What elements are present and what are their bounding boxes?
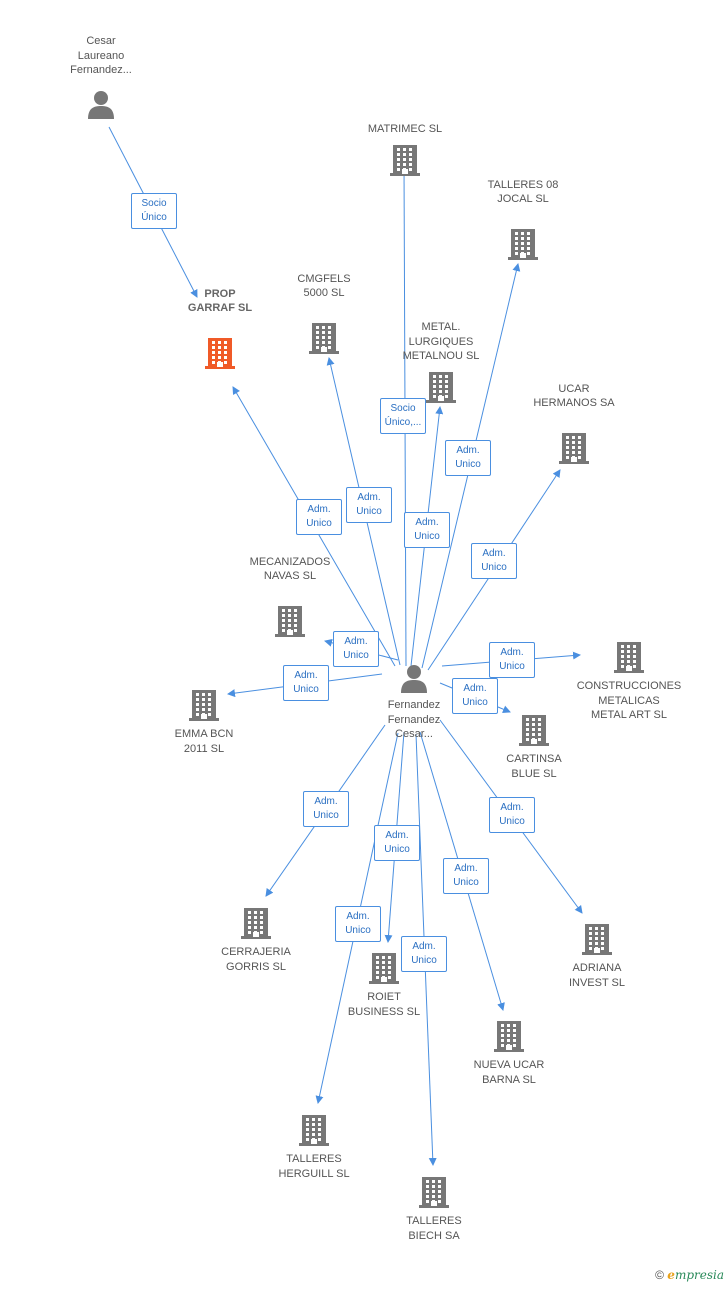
building-icon[interactable] xyxy=(426,371,456,408)
relation-label-cartinsa[interactable]: Adm. Unico xyxy=(452,678,498,714)
building-icon[interactable] xyxy=(614,641,644,678)
building-icon[interactable] xyxy=(419,1176,449,1213)
relation-label-cmgfels[interactable]: Adm. Unico xyxy=(346,487,392,523)
node-label-center[interactable]: Fernandez Fernandez Cesar... xyxy=(387,699,441,740)
node-label-cartinsa[interactable]: CARTINSA BLUE SL xyxy=(506,753,562,780)
relation-label-roiet[interactable]: Adm. Unico xyxy=(374,825,420,861)
node-label-herguill[interactable]: TALLERES HERGUILL SL xyxy=(278,1153,350,1180)
relation-label-biech[interactable]: Adm. Unico xyxy=(401,936,447,972)
building-icon[interactable] xyxy=(299,1114,329,1151)
relation-label-talleres08[interactable]: Adm. Unico xyxy=(445,440,491,476)
building-icon[interactable] xyxy=(189,689,219,726)
building-icon[interactable] xyxy=(390,144,420,181)
node-label-metal[interactable]: METAL. LURGIQUES METALNOU SL xyxy=(402,321,480,362)
footer-credit: © empresia xyxy=(655,1268,724,1282)
relation-label-prop[interactable]: Socio Único xyxy=(131,193,177,229)
node-label-mecanizados[interactable]: MECANIZADOS NAVAS SL xyxy=(249,555,331,583)
building-icon[interactable] xyxy=(519,714,549,751)
node-label-matrimec[interactable]: MATRIMEC SL xyxy=(367,123,443,135)
node-label-construcciones[interactable]: CONSTRUCCIONES METALICAS METAL ART SL xyxy=(576,680,682,721)
building-icon[interactable] xyxy=(369,952,399,989)
building-icon[interactable] xyxy=(582,923,612,960)
relation-label-mecanizados[interactable]: Adm. Unico xyxy=(333,631,379,667)
building-icon[interactable] xyxy=(494,1020,524,1057)
relation-label-ucar[interactable]: Adm. Unico xyxy=(471,543,517,579)
relation-label-construcciones[interactable]: Adm. Unico xyxy=(489,642,535,678)
node-label-prop[interactable]: PROP GARRAF SL xyxy=(187,287,253,315)
person-icon[interactable] xyxy=(86,89,116,124)
node-label-talleres08[interactable]: TALLERES 08 JOCAL SL xyxy=(487,178,559,206)
relation-label-matrimec[interactable]: Socio Único,... xyxy=(380,398,426,434)
building-icon[interactable] xyxy=(559,432,589,469)
node-label-ucar[interactable]: UCAR HERMANOS SA xyxy=(533,382,615,410)
relation-label-metal[interactable]: Adm. Unico xyxy=(404,512,450,548)
node-label-cmgfels[interactable]: CMGFELS 5000 SL xyxy=(297,272,351,300)
node-label-adriana[interactable]: ADRIANA INVEST SL xyxy=(568,962,626,989)
person-icon[interactable] xyxy=(399,663,429,698)
node-label-cesar[interactable]: Cesar Laureano Fernandez... xyxy=(70,35,132,76)
relation-label-nuevaucar[interactable]: Adm. Unico xyxy=(443,858,489,894)
node-label-nuevaucar[interactable]: NUEVA UCAR BARNA SL xyxy=(473,1059,545,1086)
relation-label-emma[interactable]: Adm. Unico xyxy=(283,665,329,701)
node-label-cerrajeria[interactable]: CERRAJERIA GORRIS SL xyxy=(221,946,291,973)
relation-label-prop[interactable]: Adm. Unico xyxy=(296,499,342,535)
empresia-logo[interactable]: empresia xyxy=(667,1268,724,1282)
building-icon[interactable] xyxy=(275,605,305,642)
node-label-roiet[interactable]: ROIET BUSINESS SL xyxy=(347,991,421,1018)
node-label-emma[interactable]: EMMA BCN 2011 SL xyxy=(174,728,234,755)
relation-label-cerrajeria[interactable]: Adm. Unico xyxy=(303,791,349,827)
building-icon[interactable] xyxy=(205,337,235,374)
building-icon[interactable] xyxy=(241,907,271,944)
building-icon[interactable] xyxy=(508,228,538,265)
copyright-symbol: © xyxy=(655,1268,664,1282)
relation-label-herguill[interactable]: Adm. Unico xyxy=(335,906,381,942)
relation-label-adriana[interactable]: Adm. Unico xyxy=(489,797,535,833)
building-icon[interactable] xyxy=(309,322,339,359)
node-label-biech[interactable]: TALLERES BIECH SA xyxy=(406,1215,462,1242)
